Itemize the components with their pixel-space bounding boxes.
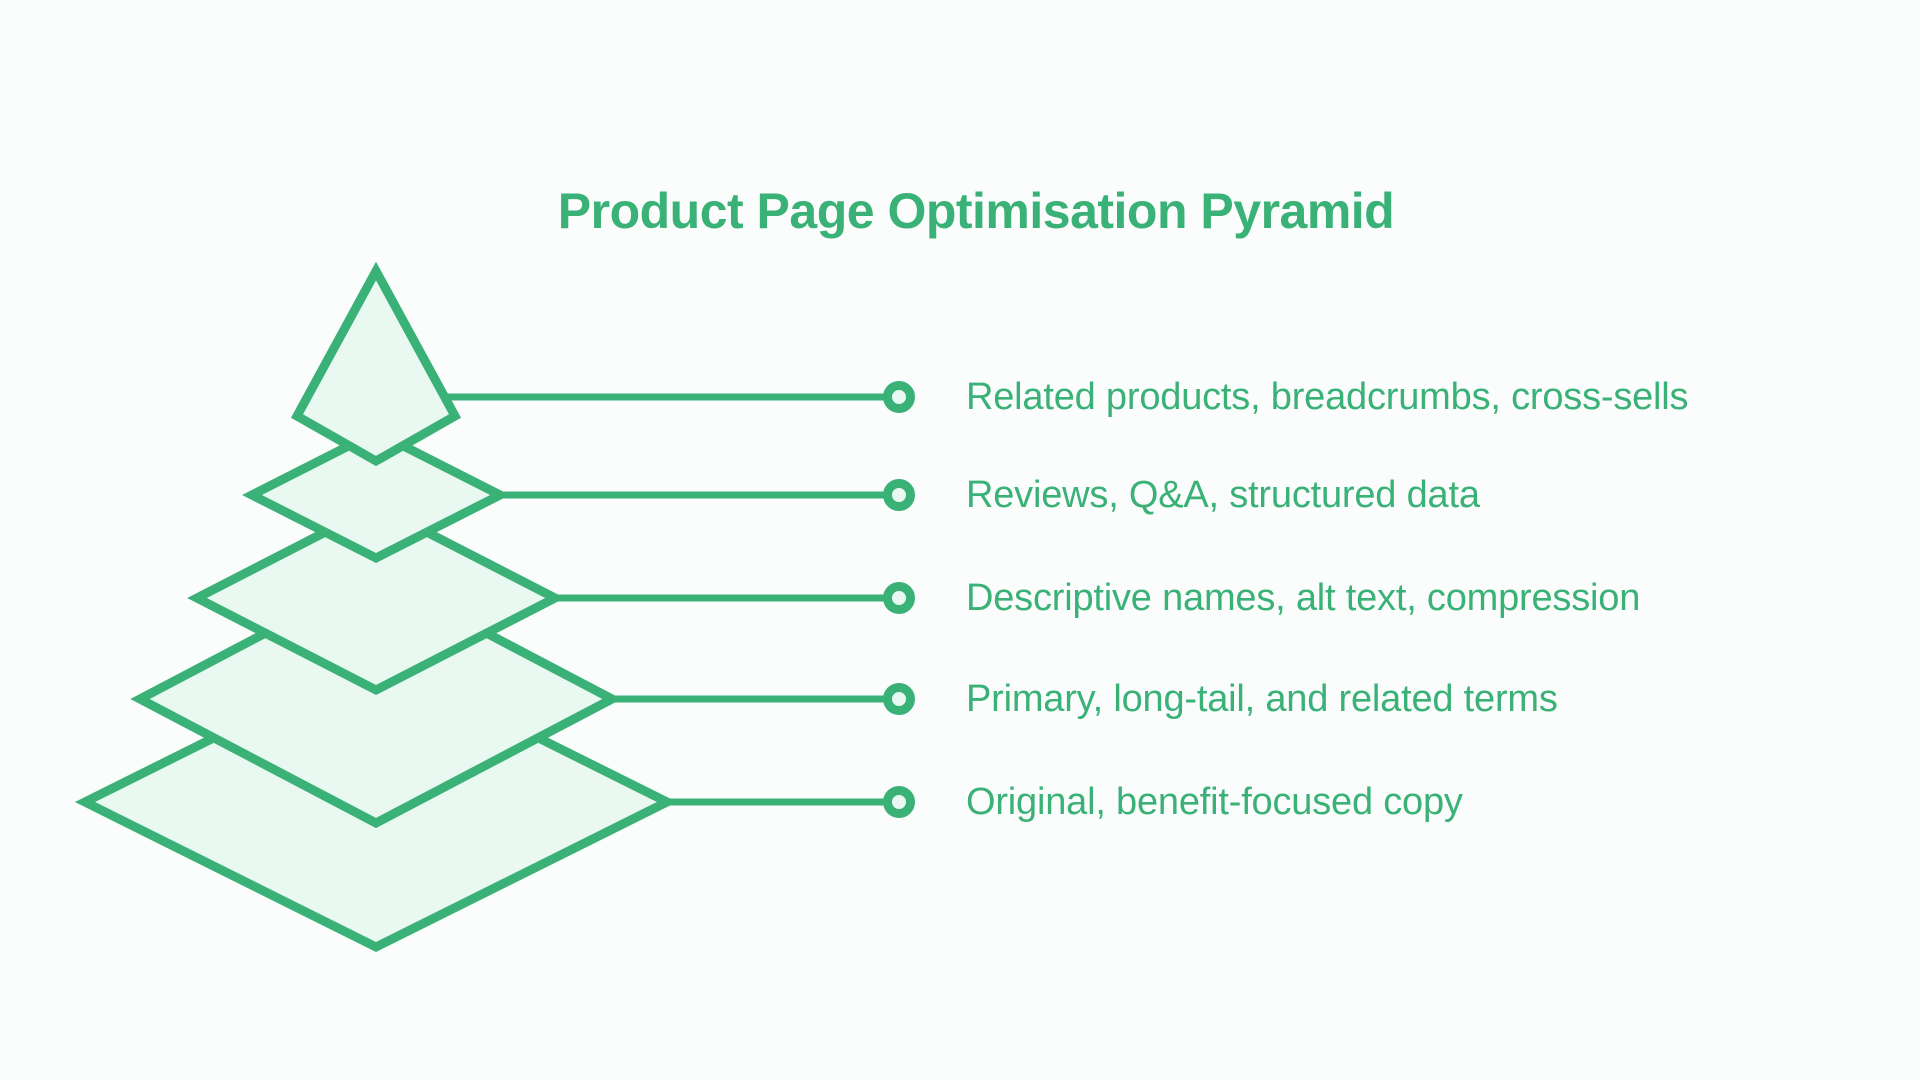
level-2-label: Reviews, Q&A, structured data bbox=[966, 473, 1480, 516]
pyramid-level-1-cone-shape bbox=[290, 261, 462, 467]
level-5-label: Original, benefit-focused copy bbox=[966, 780, 1463, 823]
pyramid-level-3-shape bbox=[187, 500, 565, 696]
connector-dot-5 bbox=[883, 786, 915, 818]
page-title: Product Page Optimisation Pyramid bbox=[557, 183, 1395, 239]
connector-dots bbox=[883, 381, 915, 818]
level-1-label: Related products, breadcrumbs, cross-sel… bbox=[966, 375, 1689, 418]
connector-dot-2 bbox=[883, 479, 915, 511]
connector-dot-4 bbox=[883, 683, 915, 715]
connector-lines bbox=[430, 393, 899, 806]
level-3-label: Descriptive names, alt text, compression bbox=[966, 576, 1641, 619]
pyramid-level-2-shape bbox=[242, 426, 510, 564]
pyramid-shapes bbox=[74, 261, 678, 953]
connector-dot-3 bbox=[883, 582, 915, 614]
connector-dot-1 bbox=[883, 381, 915, 413]
level-4-label: Primary, long-tail, and related terms bbox=[966, 677, 1558, 720]
pyramid-level-4-shape bbox=[130, 569, 622, 829]
